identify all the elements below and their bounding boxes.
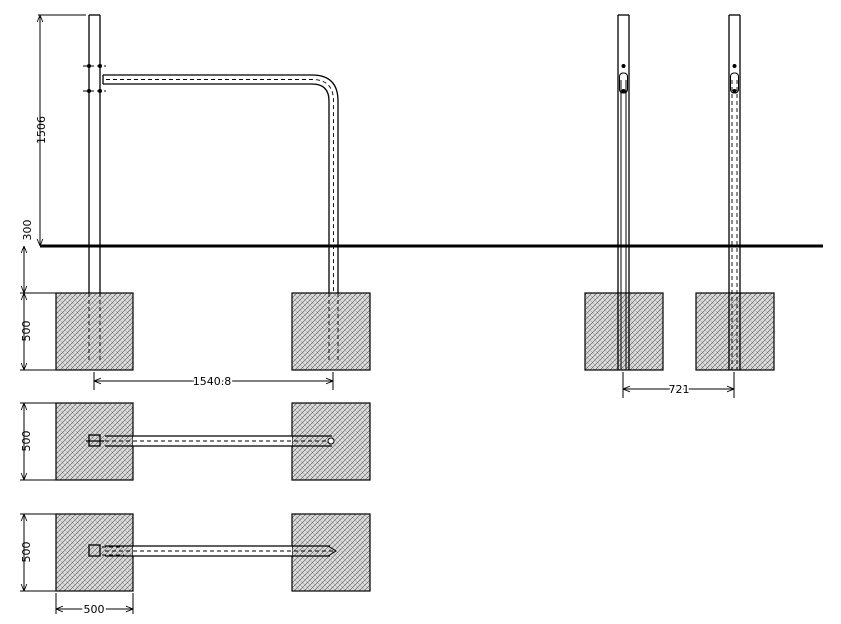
top-rail	[103, 74, 339, 293]
foundation-side-right	[695, 292, 775, 371]
dim-plan-depth-1: 500	[20, 431, 33, 452]
dim-plan-depth-2: 500	[20, 542, 33, 563]
side-elevation	[584, 14, 775, 371]
dim-plan-width: 500	[84, 603, 105, 616]
dim-total-height: 1506	[35, 116, 48, 144]
plan-view-1	[55, 402, 371, 481]
dim-foundation-depth: 500	[20, 321, 33, 342]
foundation-right	[291, 292, 371, 371]
dimension-lines	[20, 14, 735, 614]
foundation-left	[55, 292, 134, 371]
dim-side-spacing: 721	[669, 383, 690, 396]
plan-view-2	[55, 513, 371, 592]
foundation-side-left	[584, 292, 664, 371]
bolt-upper	[83, 64, 106, 68]
dim-below-ground: 300	[21, 220, 34, 241]
front-elevation	[55, 14, 371, 371]
bolt-lower	[83, 89, 106, 93]
dim-post-spacing: 1540.8	[193, 375, 232, 388]
